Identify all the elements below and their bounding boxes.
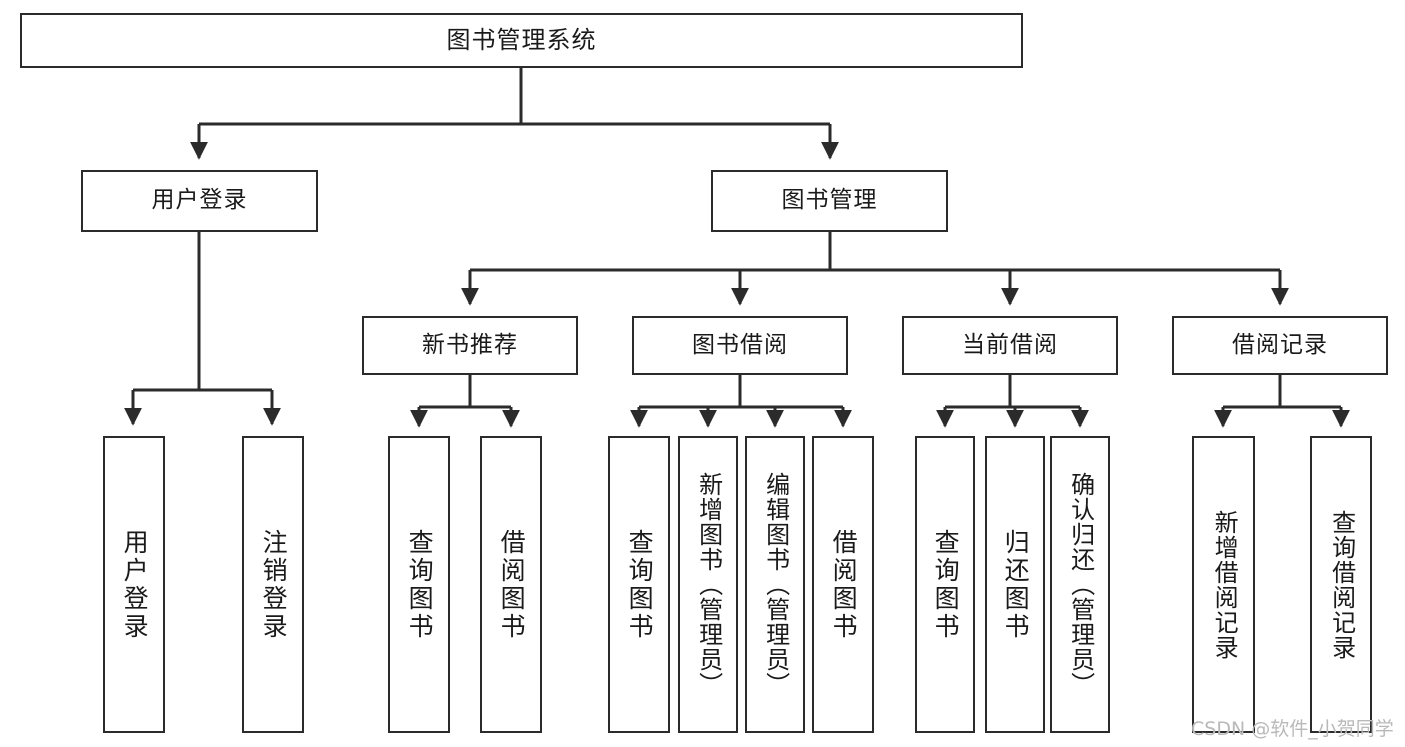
node-label: 图书管理	[781, 187, 878, 214]
node-leaf-return-book[interactable]: 归还图书	[985, 436, 1045, 733]
node-label: 确认归还（管理员）	[1066, 472, 1095, 697]
node-label: 借阅图书	[497, 528, 527, 641]
node-new-book-recommend[interactable]: 新书推荐	[362, 316, 578, 375]
node-root-system[interactable]: 图书管理系统	[20, 13, 1023, 68]
node-leaf-borrow-book-2[interactable]: 借阅图书	[812, 436, 874, 733]
node-leaf-add-record[interactable]: 新增借阅记录	[1192, 436, 1255, 733]
node-leaf-query-book-1[interactable]: 查询图书	[388, 436, 450, 733]
node-leaf-logout[interactable]: 注销登录	[242, 436, 304, 733]
node-leaf-add-book[interactable]: 新增图书（管理员）	[678, 436, 738, 733]
node-label: 编辑图书（管理员）	[761, 472, 790, 697]
node-borrow-record[interactable]: 借阅记录	[1172, 316, 1388, 375]
node-label: 查询图书	[931, 528, 961, 641]
node-label: 查询图书	[625, 528, 655, 641]
node-user-login[interactable]: 用户登录	[81, 170, 318, 232]
node-label: 查询借阅记录	[1327, 509, 1356, 660]
node-leaf-user-login[interactable]: 用户登录	[103, 436, 165, 733]
node-label: 当前借阅	[962, 331, 1058, 358]
node-label: 注销登录	[259, 528, 289, 641]
node-current-borrow[interactable]: 当前借阅	[902, 316, 1118, 375]
node-label: 新增图书（管理员）	[694, 472, 723, 697]
node-leaf-query-book-3[interactable]: 查询图书	[915, 436, 975, 733]
node-leaf-query-record[interactable]: 查询借阅记录	[1310, 436, 1372, 733]
node-label: 借阅记录	[1232, 331, 1328, 358]
node-label: 新书推荐	[422, 331, 518, 358]
node-book-borrow[interactable]: 图书借阅	[632, 316, 848, 375]
node-label: 用户登录	[120, 528, 150, 641]
node-label: 归还图书	[1001, 528, 1031, 641]
node-leaf-query-book-2[interactable]: 查询图书	[608, 436, 670, 733]
node-label: 新增借阅记录	[1210, 509, 1239, 660]
node-label: 图书管理系统	[446, 26, 597, 55]
node-label: 用户登录	[151, 187, 248, 214]
watermark-text: CSDN @软件_小贺同学	[1191, 718, 1394, 740]
node-label: 查询图书	[405, 528, 435, 641]
node-book-admin[interactable]: 图书管理	[711, 170, 948, 232]
node-leaf-confirm-return[interactable]: 确认归还（管理员）	[1050, 436, 1110, 733]
node-leaf-borrow-book-1[interactable]: 借阅图书	[480, 436, 542, 733]
node-leaf-edit-book[interactable]: 编辑图书（管理员）	[745, 436, 805, 733]
node-label: 借阅图书	[829, 528, 859, 641]
node-label: 图书借阅	[692, 331, 788, 358]
